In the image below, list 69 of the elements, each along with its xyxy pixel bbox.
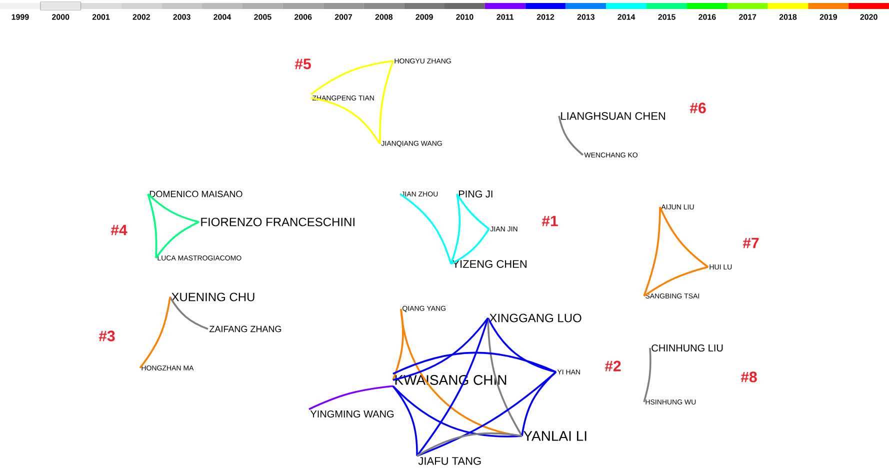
co-author-link bbox=[169, 296, 208, 330]
year-label: 2019 bbox=[820, 14, 837, 20]
cluster-label: #7 bbox=[742, 238, 759, 248]
co-author-link bbox=[399, 193, 452, 264]
co-author-link bbox=[487, 318, 523, 436]
year-label: 2016 bbox=[698, 14, 716, 20]
cluster-label: #8 bbox=[740, 372, 757, 382]
co-author-link bbox=[310, 97, 381, 144]
co-author-link bbox=[416, 318, 489, 456]
year-label: 2011 bbox=[496, 14, 514, 20]
cluster-label: #4 bbox=[110, 224, 128, 236]
author-name: XUENING CHU bbox=[171, 292, 254, 302]
year-label: 2015 bbox=[658, 14, 676, 20]
year-label: 2018 bbox=[779, 14, 797, 20]
co-author-link bbox=[659, 206, 709, 268]
co-author-link bbox=[379, 60, 394, 144]
co-author-link bbox=[392, 352, 556, 375]
cluster-label: #3 bbox=[98, 330, 115, 342]
year-label: 2020 bbox=[860, 14, 878, 20]
author-name: CHINHUNG LIU bbox=[652, 344, 723, 352]
co-author-link bbox=[644, 266, 708, 297]
year-label: 2000 bbox=[52, 14, 70, 20]
year-label: 2001 bbox=[92, 14, 110, 20]
year-label: 2010 bbox=[456, 14, 474, 20]
author-name: ZAIFANG ZHANG bbox=[210, 326, 282, 332]
year-label: 2005 bbox=[254, 14, 272, 20]
cluster-label: #1 bbox=[542, 216, 558, 226]
cluster-label: #6 bbox=[690, 102, 706, 114]
co-author-link bbox=[392, 386, 522, 438]
author-name: YANLAI LI bbox=[524, 431, 586, 441]
author-name: JIAFU TANG bbox=[418, 457, 481, 465]
co-author-link bbox=[450, 194, 461, 264]
cluster-label: #2 bbox=[604, 360, 621, 372]
co-author-link bbox=[308, 385, 394, 410]
author-name: DOMENICO MAISANO bbox=[150, 190, 242, 198]
co-author-link bbox=[392, 386, 418, 456]
author-name: YINGMING WANG bbox=[310, 410, 394, 418]
year-label: 2006 bbox=[294, 14, 312, 20]
year-label: 2014 bbox=[618, 14, 636, 20]
author-name: YIZENG CHEN bbox=[452, 260, 526, 268]
year-label: 2003 bbox=[173, 14, 190, 20]
year-label: 2017 bbox=[738, 14, 756, 20]
co-author-link bbox=[155, 221, 200, 259]
author-name: FIORENZO FRANCESCHINI bbox=[201, 218, 354, 226]
co-author-link bbox=[558, 116, 584, 156]
year-label: 1999 bbox=[12, 14, 29, 20]
co-author-link bbox=[310, 60, 394, 96]
co-author-link bbox=[450, 228, 490, 265]
year-label: 2004 bbox=[214, 14, 232, 20]
author-name: XINGGANG LUO bbox=[489, 314, 582, 322]
cluster-label: #5 bbox=[294, 58, 311, 70]
co-author-link bbox=[456, 194, 490, 230]
year-label: 2009 bbox=[416, 14, 433, 20]
author-name: LIANGHSUAN CHEN bbox=[561, 112, 666, 120]
year-label: 2012 bbox=[536, 14, 554, 20]
year-label: 2008 bbox=[375, 14, 393, 20]
co-author-link bbox=[416, 371, 557, 457]
co-author-link bbox=[147, 194, 158, 258]
co-author-link bbox=[147, 193, 200, 223]
co-author-link bbox=[392, 317, 489, 381]
co-author-link bbox=[643, 348, 652, 402]
co-author-link bbox=[416, 432, 522, 457]
co-author-link bbox=[643, 206, 661, 296]
co-author-link bbox=[139, 296, 171, 369]
year-label: 2007 bbox=[334, 14, 352, 20]
author-name: PING JI bbox=[459, 190, 492, 198]
year-label: 2013 bbox=[577, 14, 594, 20]
co-author-link bbox=[487, 318, 556, 373]
year-label: 2002 bbox=[132, 14, 150, 20]
